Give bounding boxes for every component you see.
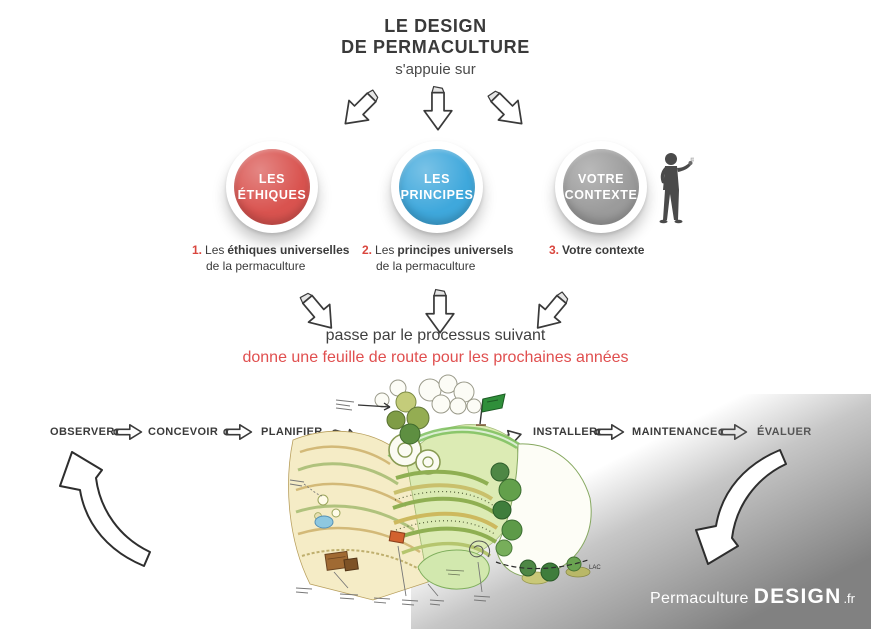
title-subtitle: s'appuie sur bbox=[395, 61, 476, 79]
title-block: LE DESIGN DE PERMACULTURE s'appuie sur bbox=[0, 16, 871, 78]
brand-logo: Permaculture DESIGN .fr bbox=[650, 585, 855, 609]
pencil-arrow-down-right-icon bbox=[480, 82, 533, 135]
lake-label: LAC bbox=[589, 565, 601, 571]
brand-name-permaculture: Permaculture bbox=[649, 590, 749, 607]
pencil-arrow-down-icon bbox=[423, 85, 453, 131]
person-icon bbox=[659, 153, 694, 224]
step-observer: OBSERVER bbox=[50, 426, 115, 438]
site-plan-illustration: LAC bbox=[288, 374, 601, 606]
flag-icon bbox=[476, 393, 506, 426]
ethics-number: 1. bbox=[192, 243, 203, 257]
loop-arrow-down-left-icon bbox=[695, 449, 787, 565]
title-line-2: DE PERMACULTURE bbox=[341, 37, 530, 58]
flow-arrow-icon bbox=[113, 424, 143, 440]
brand-name-design: DESIGN bbox=[753, 585, 842, 608]
title-line-1: LE DESIGN bbox=[384, 16, 487, 36]
flow-arrow-icon bbox=[223, 424, 253, 440]
brand-tld: .fr bbox=[843, 591, 855, 606]
house-illustration bbox=[324, 550, 359, 572]
process-intro-text: passe par le processus suivant bbox=[325, 327, 546, 344]
principles-number: 2. bbox=[362, 243, 373, 257]
pencil-arrow-down-left-icon bbox=[334, 82, 387, 135]
context-description: 3.Votre contexte bbox=[549, 243, 645, 257]
process-roadmap-text: donne une feuille de route pour les proc… bbox=[242, 349, 629, 366]
context-number: 3. bbox=[549, 243, 560, 257]
step-concevoir: CONCEVOIR bbox=[148, 426, 219, 438]
loop-arrow-up-left-icon bbox=[59, 451, 151, 567]
